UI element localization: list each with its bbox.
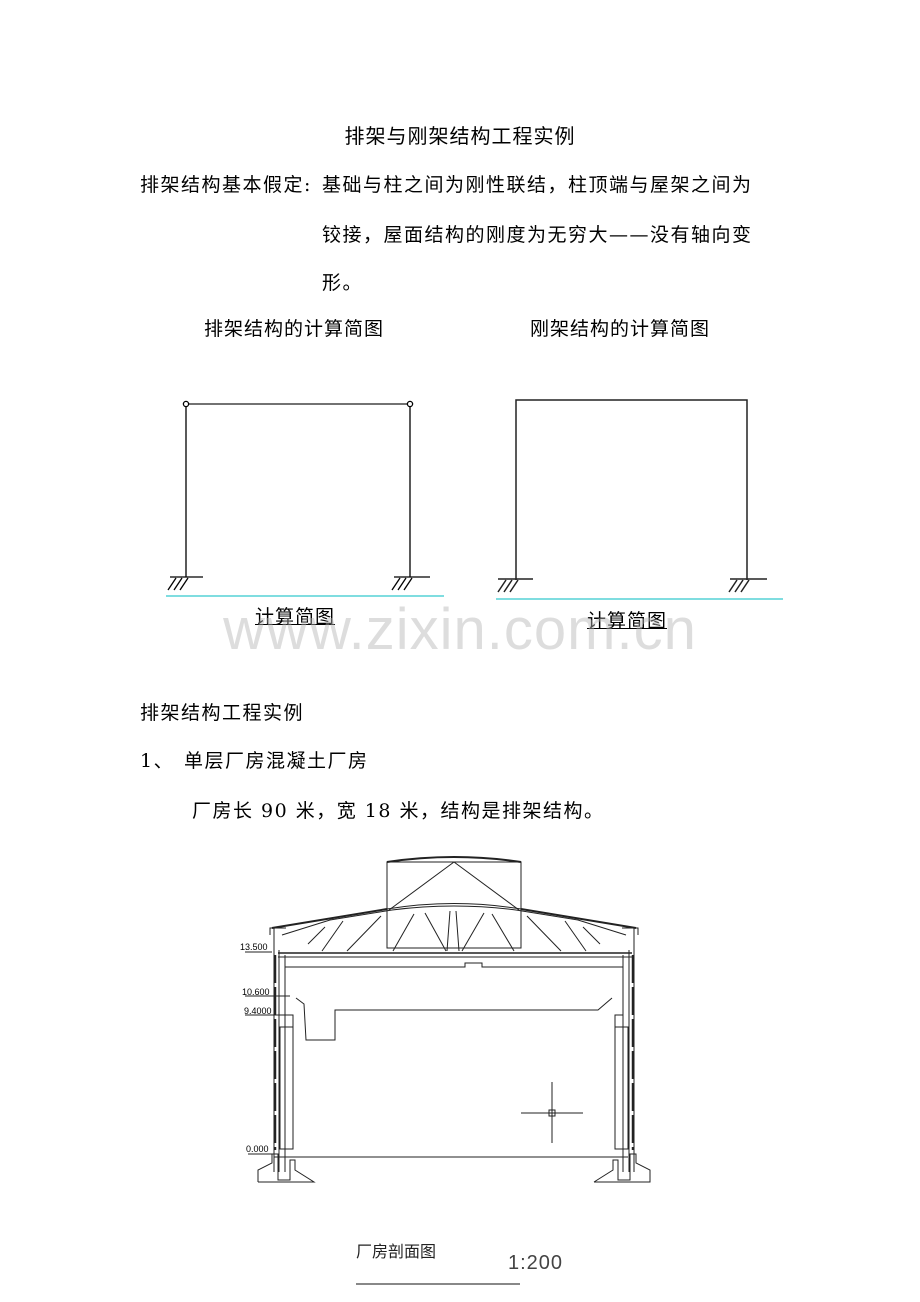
cad-drawing-scale: 1:200 [508,1252,564,1274]
assumption-line-2: 铰接，屋面结构的刚度为无穷大——没有轴向变 [322,224,753,246]
elevation-10600: 10.600 [242,987,270,997]
elevation-13500: 13.500 [240,942,268,952]
elevation-9400: 9.4000 [244,1006,272,1016]
cad-drawing-title: 厂房剖面图 [356,1242,437,1261]
bent-frame-diagram-title: 排架结构的计算简图 [204,318,385,340]
cad-title-underline [356,1283,520,1285]
rigid-frame-diagram [496,399,783,600]
item-number: 1、 [140,750,175,772]
elevation-0000: 0.000 [246,1144,269,1154]
item-title: 单层厂房混凝土厂房 [184,750,369,772]
bent-frame-caption: 计算简图 [255,606,336,628]
bent-frame-diagram [166,400,444,597]
section-heading: 排架结构工程实例 [140,702,305,724]
assumption-line-3: 形。 [322,272,364,294]
factory-description: 厂房长 90 米，宽 18 米，结构是排架结构。 [192,800,605,822]
assumption-term: 排架结构基本假定: [140,174,312,196]
document-title: 排架与刚架结构工程实例 [344,124,576,148]
assumption-line-1: 基础与柱之间为刚性联结，柱顶端与屋架之间为 [322,174,753,196]
rigid-frame-diagram-title: 刚架结构的计算简图 [530,318,711,340]
rigid-frame-caption: 计算简图 [587,610,668,632]
watermark: www.zixin.com.cn [223,597,697,662]
